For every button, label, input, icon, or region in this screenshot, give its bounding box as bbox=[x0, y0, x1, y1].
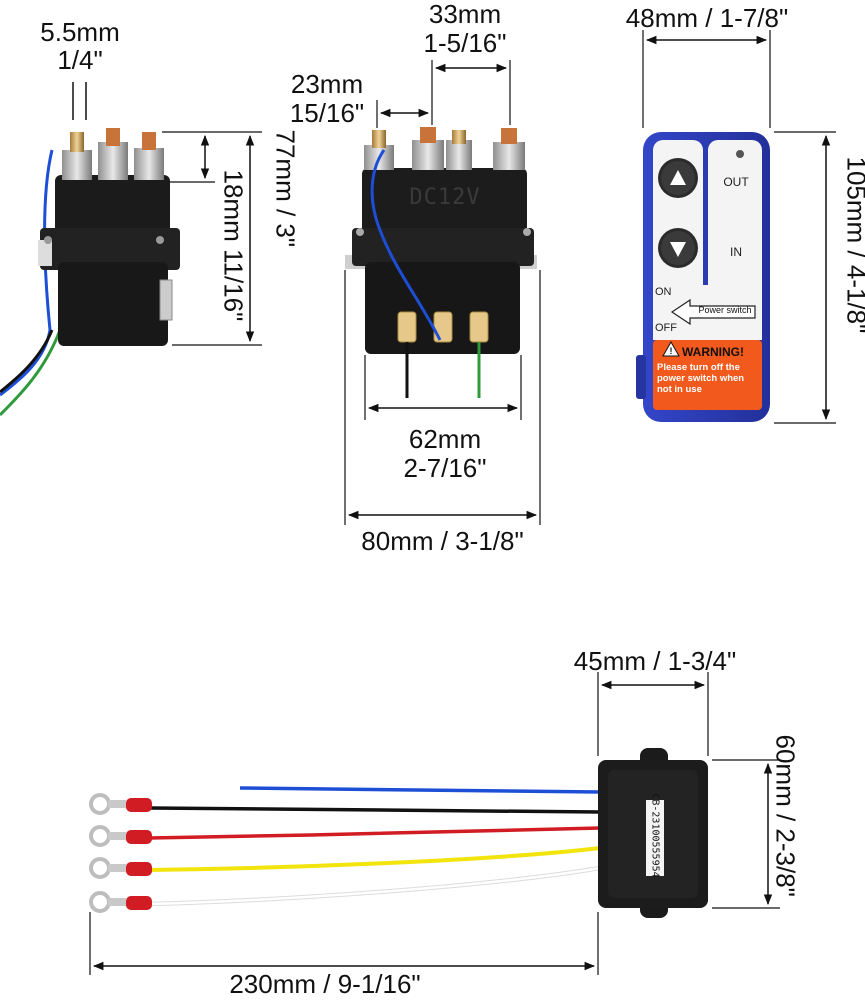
receiver-assembly bbox=[89, 672, 780, 975]
receiver-width-label: 45mm / 1-3/4" bbox=[573, 646, 737, 676]
warning-line: power switch when bbox=[657, 373, 745, 384]
terminal-width-mm: 5.5mm bbox=[40, 17, 120, 47]
remote-off-label: OFF bbox=[655, 322, 677, 334]
receiver-height-label: 60mm / 2-3/8" bbox=[770, 734, 801, 897]
terminal-width-in: 1/4" bbox=[57, 45, 103, 75]
svg-text:!: ! bbox=[670, 346, 673, 356]
warning-title: WARNING! bbox=[682, 345, 744, 359]
terminal-offset-mm: 23mm bbox=[290, 69, 364, 99]
terminal-spacing-mm: 33mm bbox=[428, 0, 502, 29]
terminal-height-label: 18mm 11/16" bbox=[218, 169, 249, 322]
warning-line: Please turn off the bbox=[657, 362, 740, 373]
remote-on-label: ON bbox=[655, 286, 672, 298]
inner-width-mm: 62mm bbox=[408, 424, 482, 454]
power-switch-label[interactable]: Power switch bbox=[698, 305, 752, 315]
warning-text: Please turn off the power switch when no… bbox=[657, 362, 761, 395]
terminal-offset-in: 15/16" bbox=[289, 98, 365, 128]
outer-width-label: 80mm / 3-1/8" bbox=[361, 526, 524, 556]
solenoid-height-label: 77mm / 3" bbox=[270, 129, 301, 248]
terminal-spacing-in: 1-5/16" bbox=[423, 28, 507, 58]
solenoid-side-view bbox=[0, 82, 262, 417]
cable-length-label: 230mm / 9-1/16" bbox=[229, 969, 421, 999]
remote-height-label: 105mm / 4-1/8" bbox=[841, 156, 865, 334]
inner-width-in: 2-7/16" bbox=[403, 453, 487, 483]
receiver-serial-label: CB-23100555954 bbox=[649, 793, 661, 878]
remote-width-label: 48mm / 1-7/8" bbox=[625, 3, 789, 33]
remote-control: ! bbox=[636, 30, 836, 424]
remote-out-label: OUT bbox=[723, 175, 749, 189]
warning-line: not in use bbox=[657, 384, 702, 395]
remote-in-label: IN bbox=[730, 245, 742, 259]
solenoid-front-view bbox=[344, 60, 541, 525]
solenoid-voltage-label: DC12V bbox=[409, 185, 481, 210]
